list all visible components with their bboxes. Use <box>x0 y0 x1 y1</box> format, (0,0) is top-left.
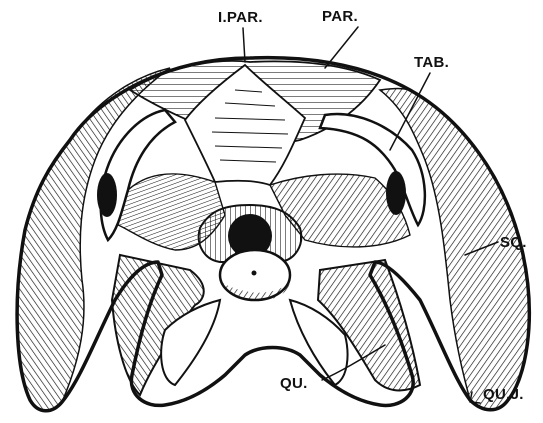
label-quadratojugal: QU.J. <box>483 386 524 403</box>
label-interparietal: I.PAR. <box>218 9 263 26</box>
right-fenestra <box>386 171 406 215</box>
label-squamosal: SQ. <box>500 234 527 251</box>
condyle-dot <box>252 271 257 276</box>
label-tabular: TAB. <box>414 54 449 71</box>
label-quadrate: QU. <box>280 375 308 392</box>
label-parietal: PAR. <box>322 8 358 25</box>
left-fenestra <box>97 173 117 217</box>
